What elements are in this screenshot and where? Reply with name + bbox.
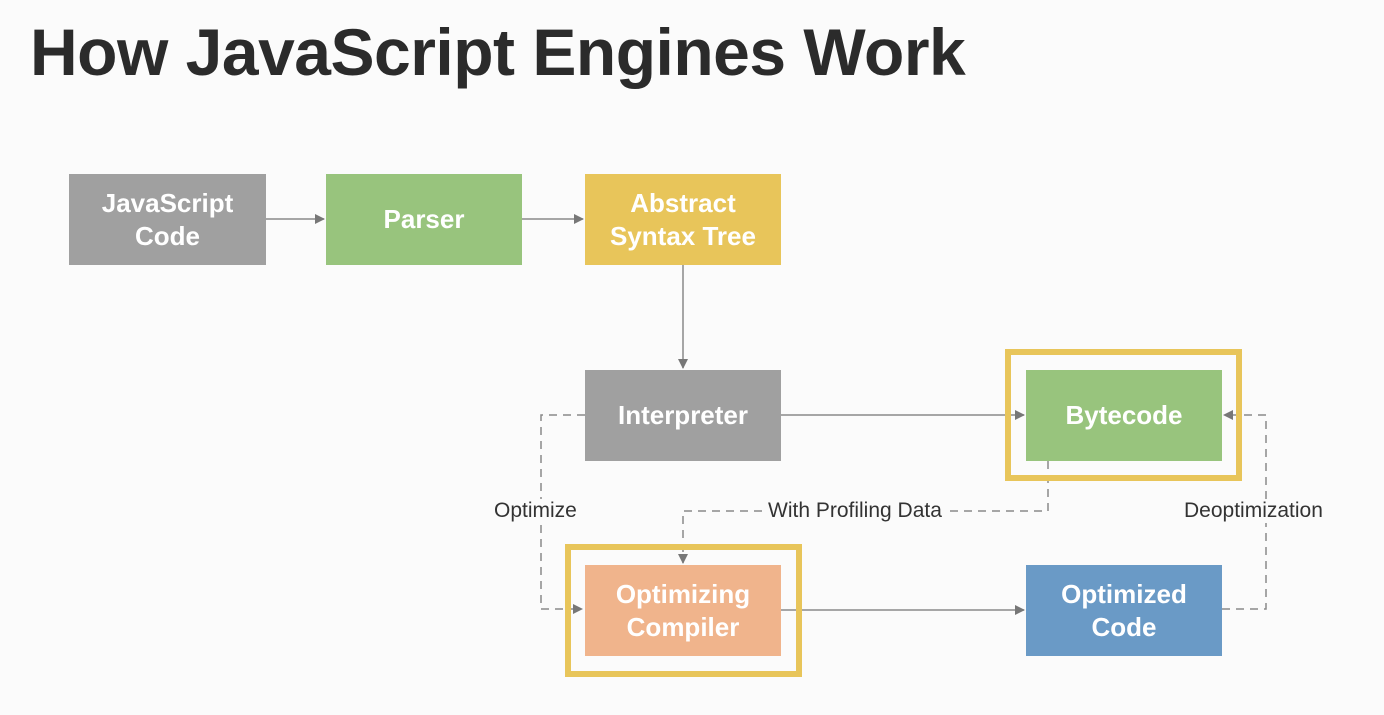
label-optimize: Optimize (488, 499, 583, 523)
node-optimizing-compiler: Optimizing Compiler (585, 565, 781, 656)
edge-profiling (678, 461, 1049, 564)
compiler-highlight-frame (565, 544, 802, 677)
node-optimized-code: Optimized Code (1026, 565, 1222, 656)
label-with-profiling-data: With Profiling Data (762, 499, 948, 523)
node-interpreter: Interpreter (585, 370, 781, 461)
node-javascript-code: JavaScript Code (69, 174, 266, 265)
label-deoptimization: Deoptimization (1178, 499, 1329, 523)
node-bytecode: Bytecode (1026, 370, 1222, 461)
node-abstract-syntax-tree: Abstract Syntax Tree (585, 174, 781, 265)
node-parser: Parser (326, 174, 522, 265)
bytecode-highlight-frame (1005, 349, 1242, 481)
page-title: How JavaScript Engines Work (30, 15, 966, 89)
